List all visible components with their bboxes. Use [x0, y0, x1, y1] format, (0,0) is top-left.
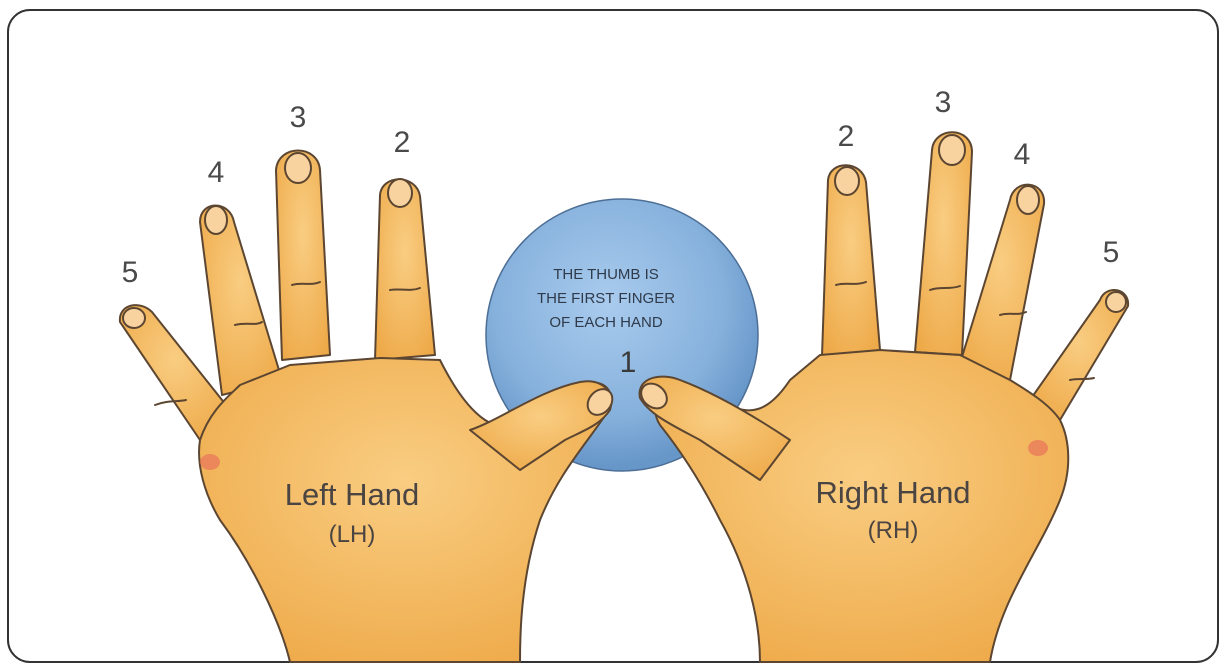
left-hand-abbr: (LH)	[329, 521, 376, 548]
lh-nail-5	[123, 308, 145, 328]
rh-finger-3-label: 3	[935, 86, 952, 119]
rh-nail-5	[1106, 292, 1126, 312]
rh-nail-4	[1017, 186, 1039, 214]
lh-finger-2-label: 2	[394, 126, 411, 159]
rh-finger-4-label: 4	[1014, 138, 1031, 171]
ball-text-line-1: THE THUMB IS	[553, 266, 659, 283]
lh-finger-3-label: 3	[290, 101, 307, 134]
ball-text-line-3: OF EACH HAND	[549, 314, 663, 331]
ball-text-line-2: THE FIRST FINGER	[537, 290, 675, 307]
right-hand-abbr: (RH)	[868, 517, 919, 544]
lh-nail-3	[285, 153, 311, 183]
rh-finger-5-label: 5	[1103, 236, 1120, 269]
left-hand-title: Left Hand	[285, 477, 419, 512]
lh-nail-2	[388, 179, 412, 207]
rh-nail-2	[835, 167, 859, 195]
lh-finger-4-label: 4	[208, 156, 225, 189]
lh-nail-4	[205, 206, 227, 234]
right-hand-title: Right Hand	[815, 475, 970, 510]
thumb-number-label: 1	[620, 346, 637, 379]
rh-nail-3	[939, 135, 965, 165]
rh-finger-2-label: 2	[838, 120, 855, 153]
lh-finger-5-label: 5	[122, 256, 139, 289]
